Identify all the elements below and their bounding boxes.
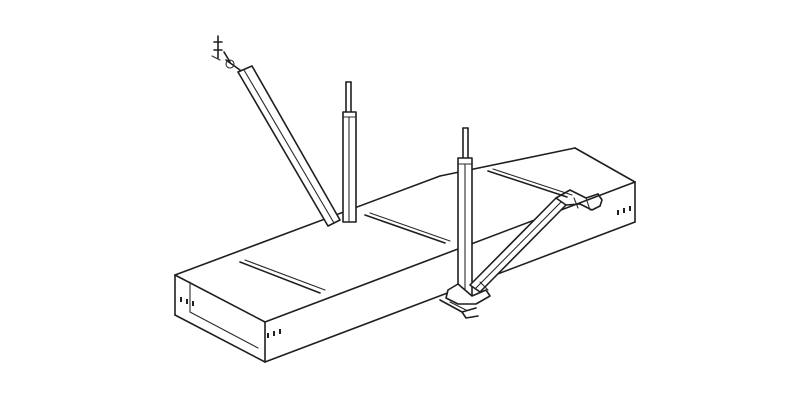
diagonal-brace-right bbox=[469, 189, 603, 293]
support-bracket bbox=[439, 281, 491, 319]
tray-cover-plates bbox=[239, 168, 573, 294]
cable-tray bbox=[174, 147, 636, 363]
vertical-hanger-rod-left bbox=[342, 81, 357, 223]
vertical-hanger-rod-right bbox=[457, 127, 473, 297]
ventilation-slots bbox=[180, 206, 631, 338]
diagonal-brace-upper-left bbox=[211, 35, 341, 227]
